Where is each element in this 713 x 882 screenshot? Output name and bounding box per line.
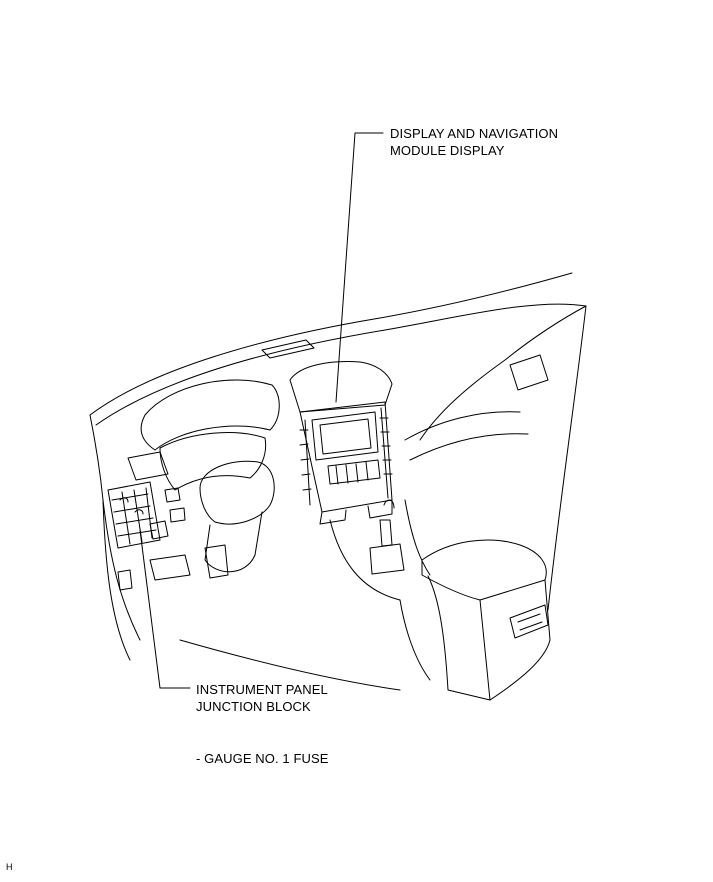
center-armrest	[421, 539, 551, 701]
knee-panel	[149, 544, 229, 581]
small-switches	[164, 487, 186, 523]
junction-block-callout: INSTRUMENT PANEL JUNCTION BLOCK	[196, 681, 328, 715]
console-tunnel	[329, 499, 431, 601]
display-nav-callout: DISPLAY AND NAVIGATION MODULE DISPLAY	[390, 125, 558, 159]
dash-top-edge-inner	[95, 303, 587, 426]
steering-wheel	[199, 460, 275, 525]
pedal-area	[117, 569, 133, 591]
left-dash-side	[89, 414, 131, 661]
display-nav-callout-line1: DISPLAY AND NAVIGATION	[390, 126, 559, 141]
left-dash-lower	[102, 499, 141, 641]
nav-leader-line	[335, 132, 384, 403]
junction-block-callout-line2: JUNCTION BLOCK	[196, 699, 311, 714]
right-door-edge	[547, 305, 587, 611]
cluster-face	[159, 432, 267, 491]
center-stack-hood	[289, 361, 393, 413]
cluster-hood	[140, 379, 280, 451]
figure-code: H	[6, 862, 13, 872]
floor-line	[179, 599, 431, 691]
dash-top-edge	[89, 272, 573, 416]
junction-block-callout-line1: INSTRUMENT PANEL	[196, 682, 328, 697]
fuse-note: - GAUGE NO. 1 FUSE	[196, 751, 329, 766]
right-dash-curve	[404, 411, 529, 461]
nav-display-unit	[299, 401, 393, 525]
junction-block	[107, 481, 169, 549]
right-vent	[509, 354, 549, 391]
left-vent	[127, 451, 169, 481]
defroster-vent	[261, 339, 315, 359]
gear-shifter	[369, 499, 405, 575]
display-nav-callout-line2: MODULE DISPLAY	[390, 143, 505, 158]
dash-front-panel	[419, 305, 587, 441]
ipjb-leader-line	[139, 529, 191, 689]
